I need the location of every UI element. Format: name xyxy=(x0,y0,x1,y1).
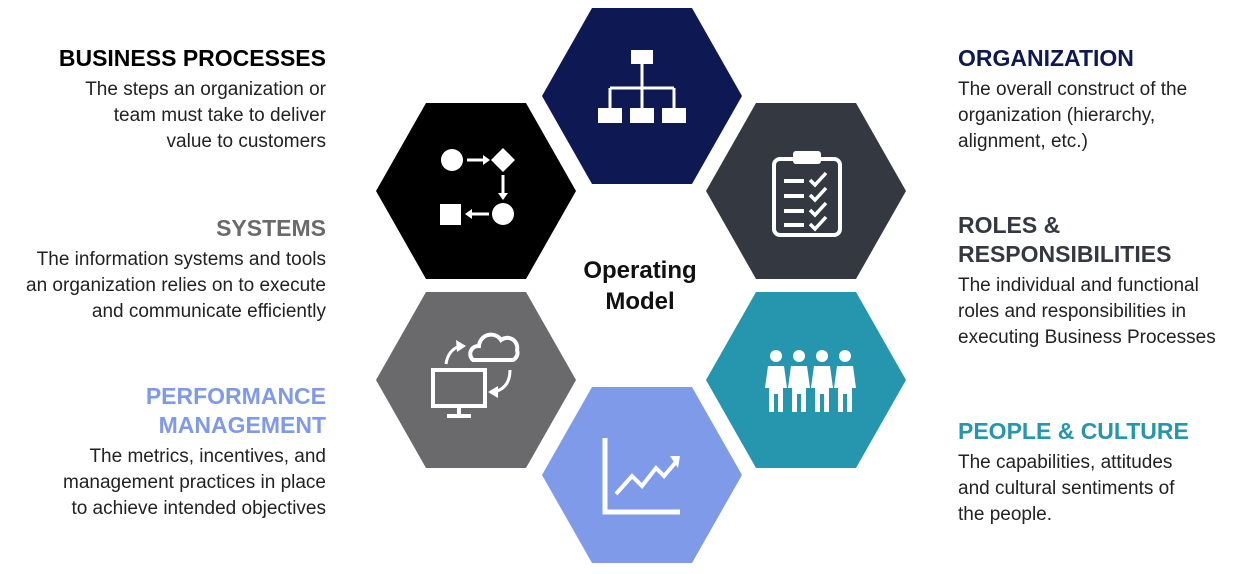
performance-management-desc-line: management practices in place xyxy=(63,472,326,493)
organization-title: ORGANIZATION xyxy=(958,45,1134,71)
systems-desc-line: an organization relies on to execute xyxy=(26,275,326,296)
systems-block: SYSTEMS The information systems and tool… xyxy=(0,214,326,325)
center-label-line1: Operating xyxy=(583,257,697,284)
computer-cloud-sync-icon xyxy=(431,332,520,418)
business-processes-desc-line: value to customers xyxy=(166,131,326,152)
hex-roles xyxy=(706,103,906,279)
business-processes-block: BUSINESS PROCESSES The steps an organiza… xyxy=(6,44,326,155)
performance-management-title-line: PERFORMANCE xyxy=(145,383,326,409)
clipboard-checklist-icon xyxy=(772,151,842,237)
organization-desc-line: The overall construct of the xyxy=(958,79,1188,100)
systems-desc-line: The information systems and tools xyxy=(36,249,326,270)
roles-responsibilities-block: ROLES & RESPONSIBILITIES The individual … xyxy=(958,211,1238,351)
systems-desc-line: and communicate efficiently xyxy=(91,301,326,322)
business-processes-desc-line: team must take to deliver xyxy=(113,105,326,126)
business-processes-desc: The steps an organization or team must t… xyxy=(6,77,326,155)
organization-desc: The overall construct of the organizatio… xyxy=(958,77,1238,155)
performance-management-desc-line: The metrics, incentives, and xyxy=(89,446,326,467)
process-flow-icon xyxy=(440,148,515,225)
roles-responsibilities-desc: The individual and functional roles and … xyxy=(958,273,1238,351)
systems-desc: The information systems and tools an org… xyxy=(0,247,326,325)
organization-desc-line: alignment, etc.) xyxy=(958,131,1088,152)
systems-title: SYSTEMS xyxy=(216,215,326,241)
people-culture-block: PEOPLE & CULTURE The capabilities, attit… xyxy=(958,417,1238,528)
roles-responsibilities-title-line: ROLES & xyxy=(958,212,1061,238)
performance-management-title-line: MANAGEMENT xyxy=(158,412,326,438)
roles-responsibilities-desc-line: The individual and functional xyxy=(958,275,1199,296)
roles-responsibilities-title-line: RESPONSIBILITIES xyxy=(958,241,1172,267)
center-label: Operating Model xyxy=(560,255,720,317)
people-culture-desc-line: and cultural sentiments of xyxy=(958,478,1175,499)
performance-management-desc-line: to achieve intended objectives xyxy=(71,498,326,519)
roles-responsibilities-desc-line: executing Business Processes xyxy=(958,327,1216,348)
people-culture-title: PEOPLE & CULTURE xyxy=(958,418,1189,444)
performance-management-desc: The metrics, incentives, and management … xyxy=(6,444,326,522)
business-processes-title: BUSINESS PROCESSES xyxy=(58,45,326,71)
performance-management-block: PERFORMANCE MANAGEMENT The metrics, ince… xyxy=(6,382,326,522)
hex-performance xyxy=(542,387,742,563)
hex-business xyxy=(376,103,576,279)
center-label-line2: Model xyxy=(605,288,675,315)
people-group-icon xyxy=(765,350,856,412)
hex-systems xyxy=(376,292,576,468)
people-culture-desc: The capabilities, attitudes and cultural… xyxy=(958,450,1238,528)
people-culture-desc-line: The capabilities, attitudes xyxy=(958,452,1173,473)
org-chart-icon xyxy=(598,50,686,123)
organization-desc-line: organization (hierarchy, xyxy=(958,105,1156,126)
business-processes-desc-line: The steps an organization or xyxy=(85,79,326,100)
roles-responsibilities-desc-line: roles and responsibilities in xyxy=(958,301,1187,322)
performance-management-title: PERFORMANCE MANAGEMENT xyxy=(6,382,326,440)
organization-block: ORGANIZATION The overall construct of th… xyxy=(958,44,1238,155)
roles-responsibilities-title: ROLES & RESPONSIBILITIES xyxy=(958,211,1238,269)
people-culture-desc-line: the people. xyxy=(958,504,1053,525)
line-chart-icon xyxy=(602,438,680,515)
